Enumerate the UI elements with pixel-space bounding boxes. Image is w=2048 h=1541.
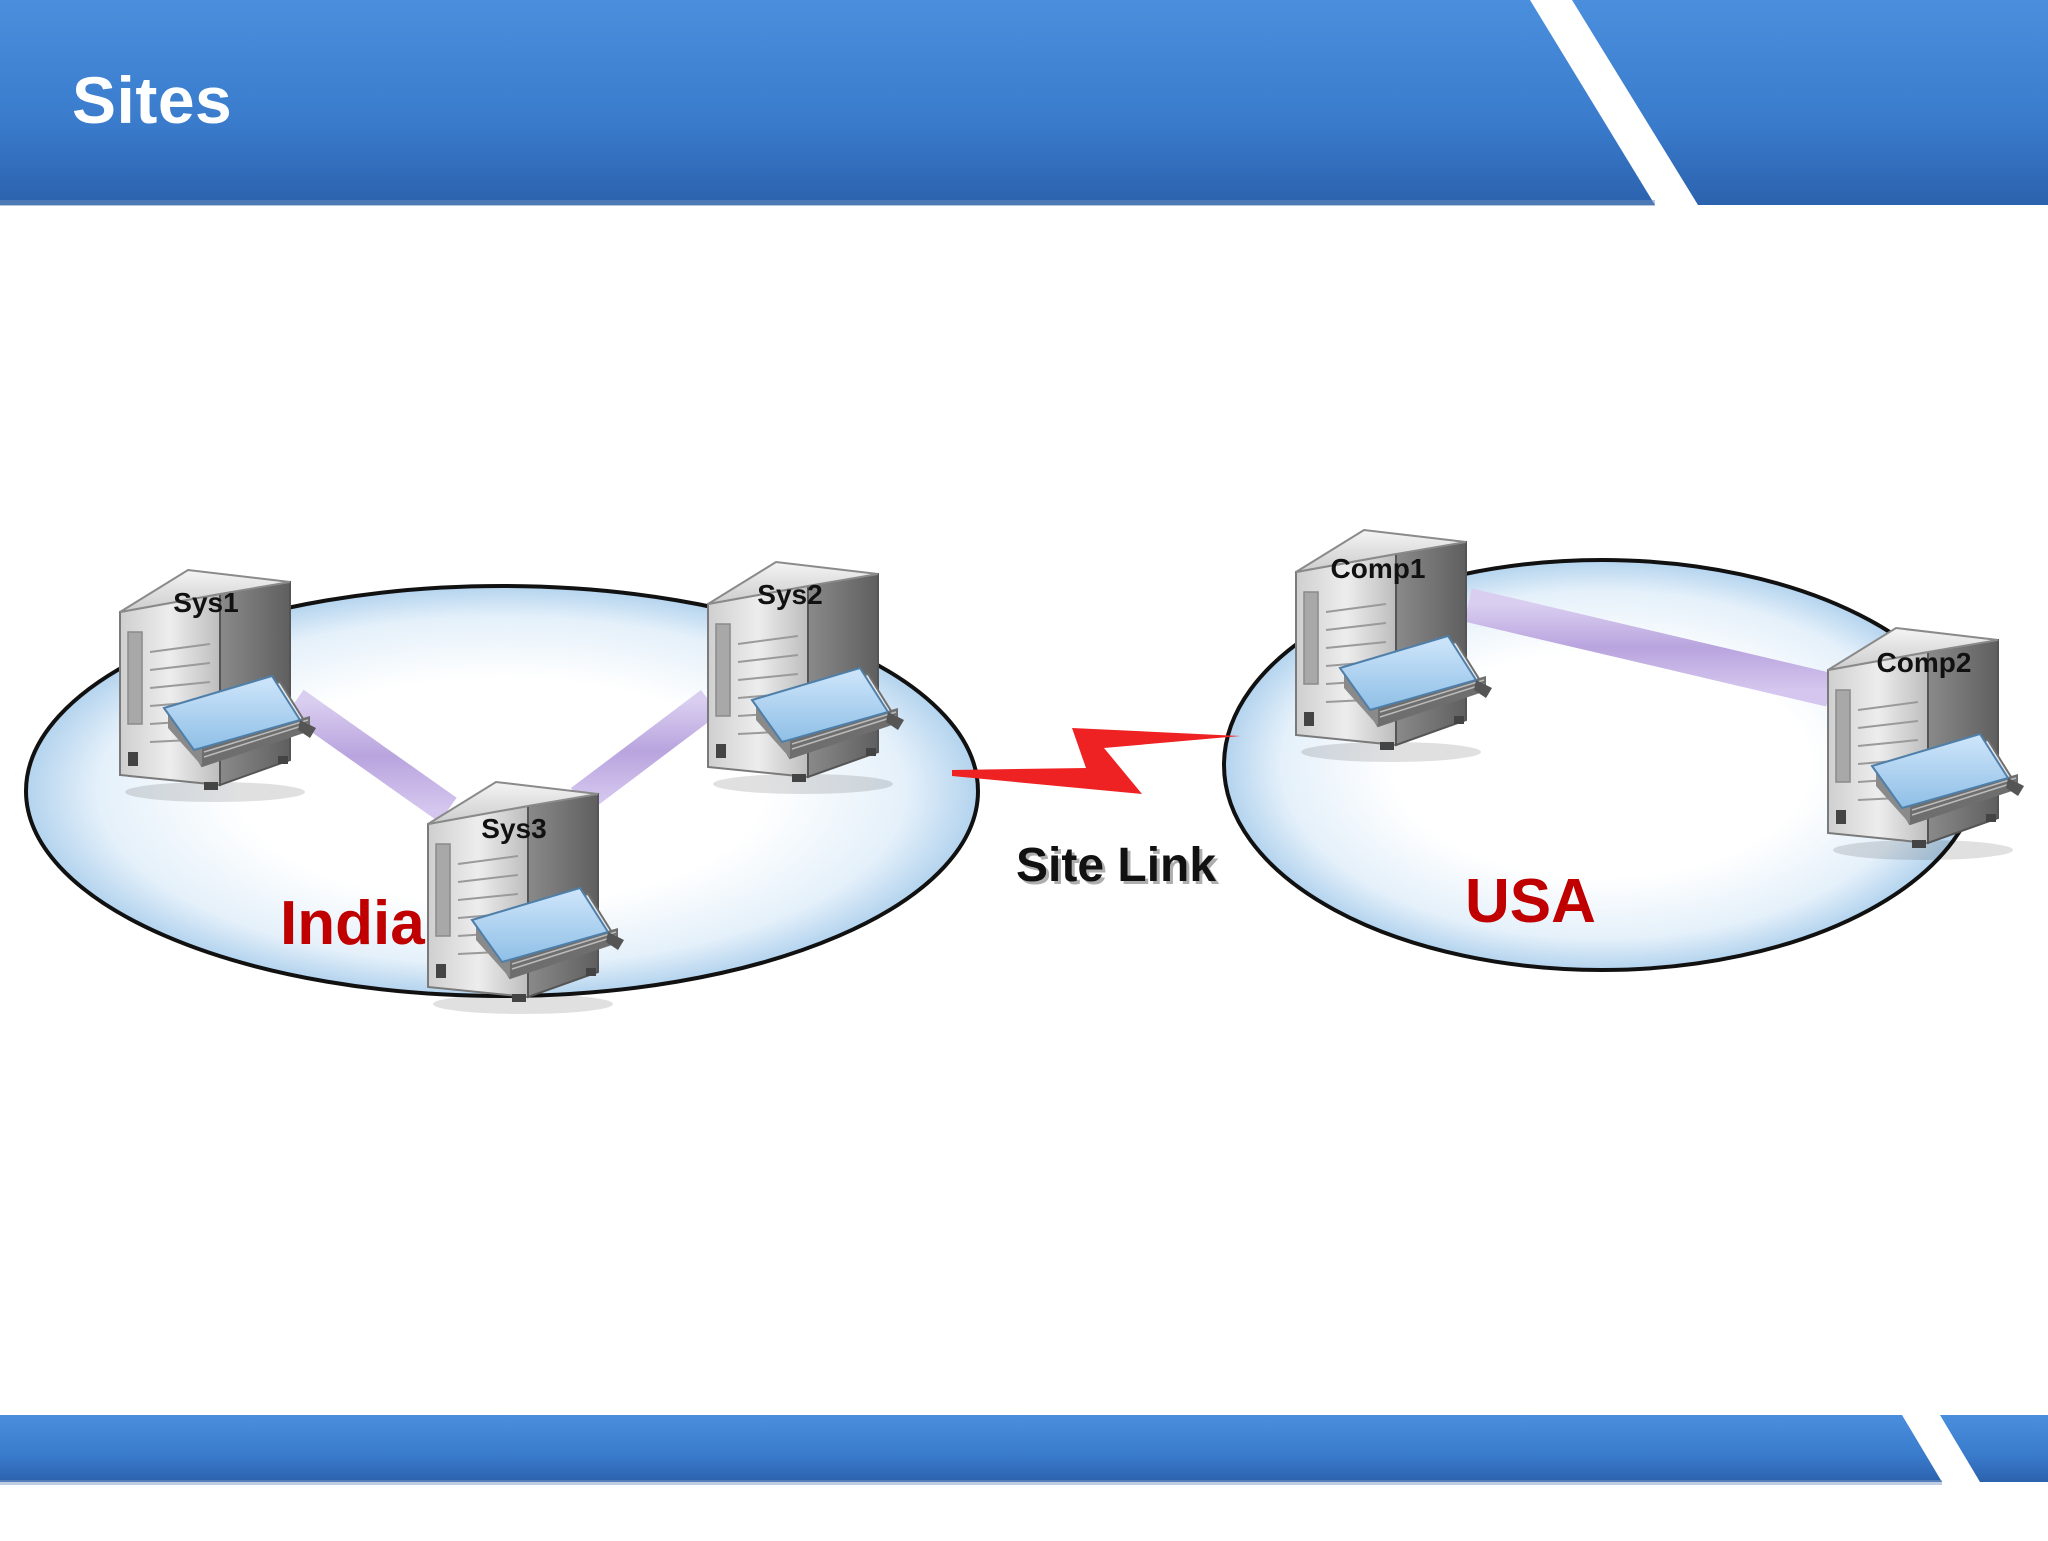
site-link-bolt-icon <box>952 728 1240 794</box>
server-label: Sys1 <box>173 587 238 618</box>
site-link-label: Site Link <box>1016 839 1216 892</box>
bottom-banner <box>0 1415 2048 1485</box>
site-label-usa: USA <box>1465 867 1596 936</box>
server-sys1-icon: Sys1 <box>119 569 317 803</box>
slide-title: Sites <box>72 63 233 137</box>
site-label-india: India <box>280 889 425 958</box>
server-comp1-icon: Comp1 <box>1295 529 1493 763</box>
site-link-label-shadow: Site Link <box>1019 842 1219 895</box>
server-label: Sys2 <box>757 579 822 610</box>
server-label: Comp1 <box>1331 553 1426 584</box>
server-label: Comp2 <box>1877 647 1972 678</box>
server-label: Sys3 <box>481 813 546 844</box>
server-sys3-icon: Sys3 <box>427 781 625 1015</box>
connection-sys1-sys3 <box>286 689 457 823</box>
top-banner <box>0 0 2048 206</box>
usa-connections <box>1464 588 1834 707</box>
connection-comp1-comp2 <box>1464 588 1834 707</box>
india-connections <box>282 640 720 823</box>
server-comp2-icon: Comp2 <box>1827 627 2025 861</box>
server-sys2-icon: Sys2 <box>707 561 905 795</box>
connection-sys2-sys3 <box>570 690 720 812</box>
